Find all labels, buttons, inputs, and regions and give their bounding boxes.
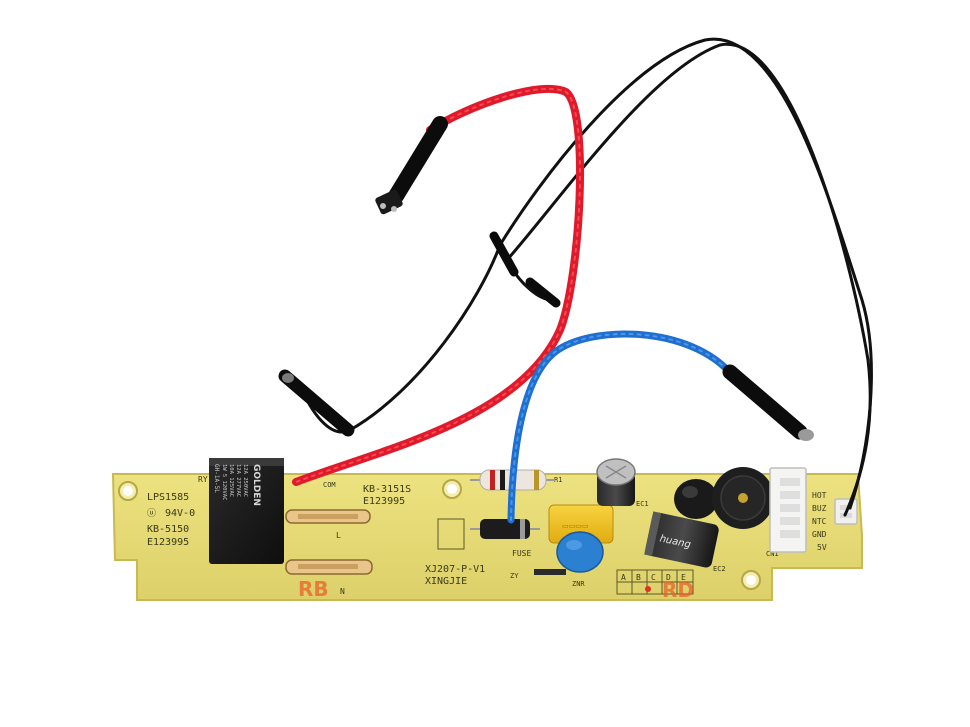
silk-label-5v: 5V [817, 543, 827, 552]
silk-label-ntc: NTC [812, 517, 827, 526]
inductor [674, 479, 718, 519]
silk-label-lps: LPS1585 [147, 492, 189, 503]
silk-label-cn1: CN1 [766, 550, 779, 558]
relay-spec-1: 12A 250VAC [242, 464, 248, 497]
relay-spec-3: 10A 125VAC [228, 464, 234, 497]
paint-dot [645, 586, 651, 592]
silk-label-maker: XINGJIE [425, 576, 467, 587]
silk-label-r1: R1 [554, 476, 562, 484]
silk-grid-c: C [651, 573, 656, 582]
silk-label-buz: BUZ [812, 504, 827, 513]
silk-label-ul: 94V-0 [165, 508, 195, 519]
red-wire [292, 84, 584, 486]
silk-grid-a: A [621, 573, 626, 582]
relay-brand: GOLDEN [251, 464, 261, 506]
black-wires [298, 37, 873, 517]
wire-lug [278, 369, 355, 437]
ul-mark-icon: ⓤ [147, 508, 156, 519]
silk-label-kb-mid: KB-3151S [363, 484, 411, 495]
relay: GOLDEN 12A 250VAC 12A 277VAC 10A 125VAC … [209, 458, 284, 564]
silk-label-e-mid: E123995 [363, 496, 405, 507]
silk-label-fuse: FUSE [512, 549, 531, 558]
silk-grid-e: E [681, 573, 686, 582]
silk-label-znr: ZNR [572, 580, 585, 588]
buzzer [712, 467, 774, 529]
blue-wire [507, 330, 736, 524]
silk-label-zy: ZY [510, 572, 519, 580]
silk-label-ec2: EC2 [713, 565, 726, 573]
mounting-hole [118, 481, 138, 501]
spade-terminal-l [285, 509, 371, 524]
silk-label-ec1: EC1 [636, 500, 649, 508]
silk-label-board-id: XJ207-P-V1 [425, 564, 485, 575]
diode [470, 519, 540, 539]
heat-shrink-sleeve [489, 231, 561, 308]
electrolytic-capacitor-ec1 [596, 458, 636, 506]
silk-label-kb-left: KB-5150 [147, 524, 189, 535]
varistor [556, 531, 604, 573]
silk-label-hot: HOT [812, 491, 827, 500]
film-capacitor-mark: ▭▭▭▭ [562, 522, 588, 530]
electrolytic-capacitor-ec2: huang [644, 511, 719, 568]
wire-lug [375, 116, 448, 215]
connector-cn1 [769, 467, 807, 553]
silk-label-l: L [336, 531, 341, 540]
mounting-hole [741, 570, 761, 590]
silk-label-ry: RY [198, 475, 208, 484]
silk-grid-b: B [636, 573, 641, 582]
silk-label-com: COM [323, 481, 336, 489]
silk-label-e-left: E123995 [147, 537, 189, 548]
mounting-hole [442, 479, 462, 499]
relay-model: GH-1A-5L [213, 464, 220, 493]
inspection-stamp-left: RB [298, 577, 329, 601]
spade-terminal-n [285, 559, 373, 575]
silk-label-n: N [340, 587, 345, 596]
wire-lug [722, 364, 814, 441]
zener-diode [534, 569, 566, 575]
silk-grid-d: D [666, 573, 671, 582]
relay-spec-2: 12A 277VAC [235, 464, 241, 497]
silk-outline [437, 518, 465, 550]
relay-spec-4: 1W 5 120VAC [221, 464, 227, 500]
silk-label-gnd: GND [812, 530, 827, 539]
inspection-stamp-right: RD [662, 578, 694, 602]
